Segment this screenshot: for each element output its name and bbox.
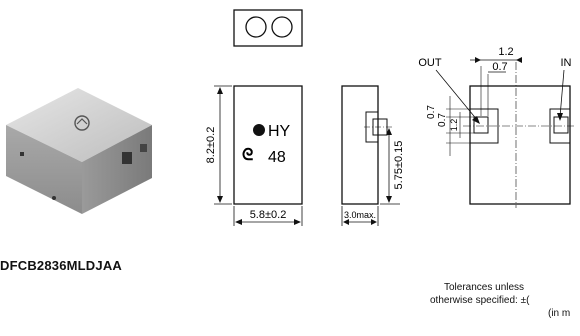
front-view: HY ᘓ 48 8.2±0.2 5.8±0.2: [205, 85, 303, 226]
dim-depth: 3.0max.: [344, 210, 376, 220]
tolerance-note-2: otherwise specified: ±(: [430, 295, 530, 306]
dim-height: 8.2±0.2: [205, 127, 217, 164]
dim-pitch-v1: 0.7: [426, 105, 437, 119]
tolerance-note-3: (in m: [548, 308, 571, 319]
photo-logo-icon: [74, 115, 90, 131]
bottom-view: 1.2 0.7 0.7 0.7 1.2 OUT IN: [418, 46, 574, 208]
dim-pitch-h2: 0.7: [492, 61, 507, 73]
dim-pitch-v2: 1.2: [449, 119, 459, 132]
photo-pin: [20, 152, 24, 156]
side-view: 5.75±0.15 3.0max.: [341, 85, 405, 226]
dim-pitch-v3: 0.7: [437, 113, 448, 127]
photo-pin: [140, 144, 147, 152]
top-view: [233, 9, 303, 47]
dim-width: 5.8±0.2: [250, 209, 287, 221]
port-out-label: OUT: [418, 57, 442, 69]
dim-port-height: 5.75±0.15: [393, 141, 405, 190]
marking-dot: [253, 124, 265, 136]
marking-line2: 48: [268, 149, 286, 166]
part-number: DFCB2836MLDJAA: [0, 258, 122, 273]
dim-pitch-h1: 1.2: [498, 46, 513, 58]
marking-line1: HY: [268, 123, 291, 140]
photo-pin: [122, 152, 132, 164]
port-in-label: IN: [561, 57, 572, 69]
tolerance-note-1: Tolerances unless: [444, 282, 525, 293]
component-photo: [6, 88, 152, 214]
marking-logo-icon: ᘓ: [242, 147, 253, 164]
